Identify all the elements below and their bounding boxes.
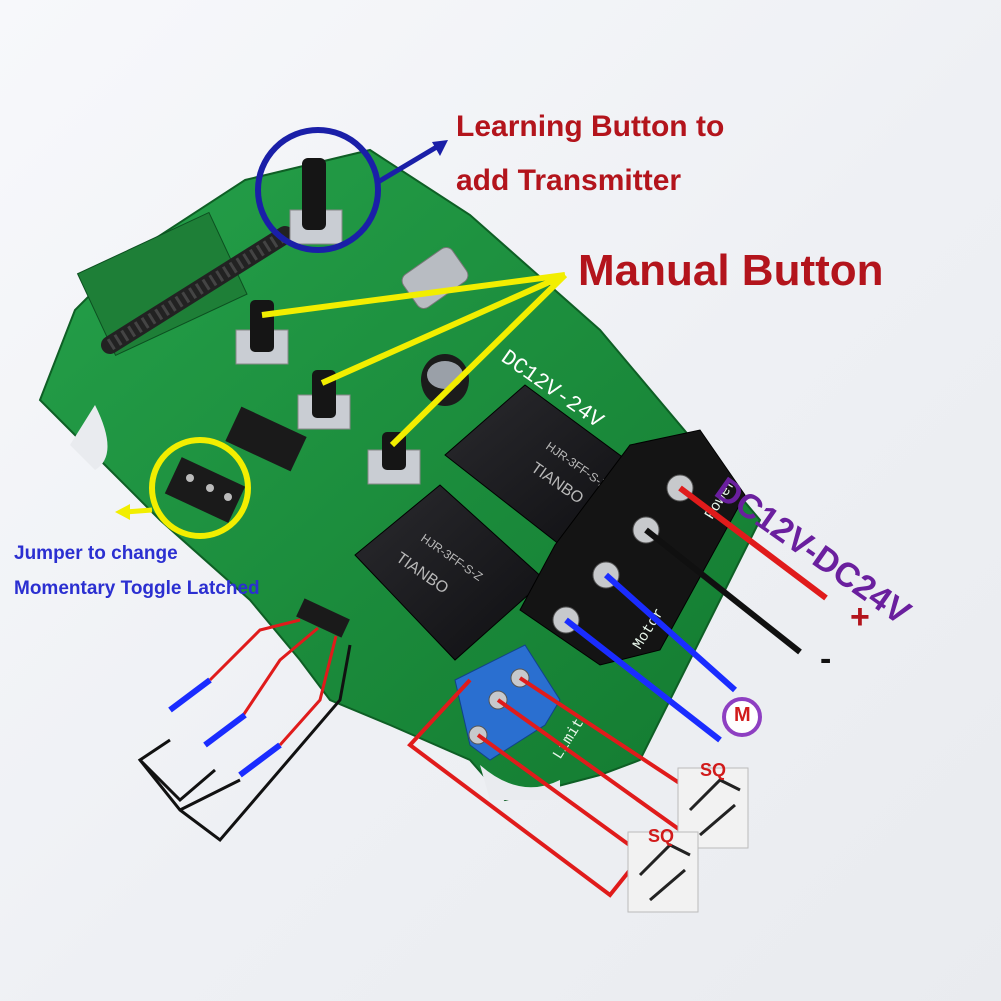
learning-button-label-line2: add Transmitter: [456, 164, 682, 197]
manual-button-pointers: [261, 272, 568, 448]
motor-symbol: [722, 697, 762, 737]
relay-2: TIANBO HJR-3FF-S-Z: [354, 484, 546, 661]
jumper-circle: [149, 437, 251, 539]
pcb-notch-bottom: [480, 765, 560, 800]
motor-label: M: [734, 704, 751, 726]
wire-black-power: [644, 527, 802, 655]
wire-blue-motor-2: [564, 617, 722, 743]
learning-button-circle: [255, 127, 381, 253]
minus-label: -: [820, 640, 832, 678]
limit-switch-1-label: SQ: [700, 760, 727, 780]
pcb-notch: [70, 405, 108, 470]
limit-switch-wires: [407, 676, 692, 898]
external-switch-wiring: [137, 618, 352, 843]
learning-button-label-line1: Learning Button to: [456, 110, 725, 143]
learning-button-pointer: [376, 142, 442, 185]
wire-red-power: [678, 485, 828, 601]
manual-button-label: Manual Button: [578, 246, 884, 295]
external-push-buttons: [168, 677, 282, 778]
jumper-label-line1: Jumper to change: [14, 543, 178, 564]
plus-label: +: [850, 598, 870, 636]
limit-switch-2: [627, 831, 699, 913]
pin-header: [296, 598, 350, 638]
jumper-label-line2: Momentary Toggle Latched: [14, 578, 260, 599]
learning-arrow-head: [432, 140, 448, 156]
learning-button: [289, 158, 343, 245]
wire-blue-motor-1: [604, 572, 737, 693]
rf-receiver-module: [76, 211, 294, 357]
ic-chip: [225, 406, 307, 472]
jumper-arrow-head: [115, 504, 130, 520]
manual-button-3: [367, 432, 421, 485]
jumper-header: [164, 457, 246, 523]
limit-switch-2-label: SQ: [648, 826, 675, 846]
